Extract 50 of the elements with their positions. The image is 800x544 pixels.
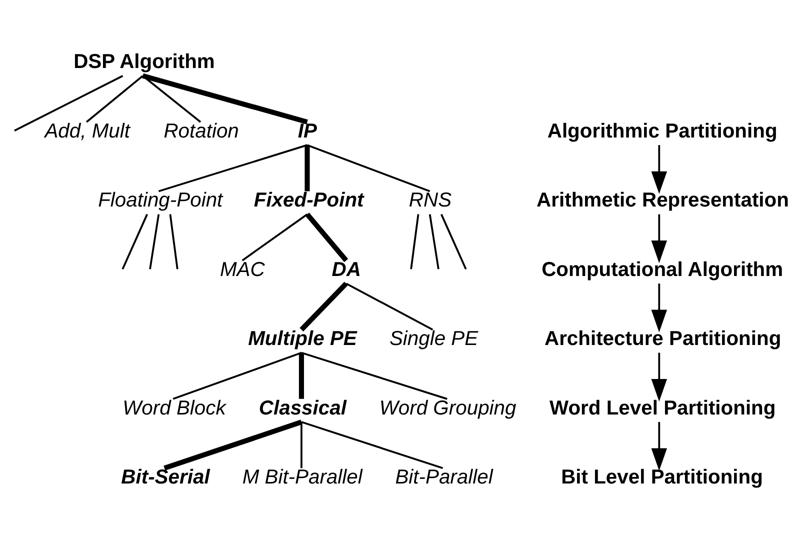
- connector: [428, 214, 440, 270]
- node-text: Word Level Partitioning: [550, 397, 776, 420]
- node-text: Arithmetic Representation: [536, 190, 789, 212]
- node-text: Bit-Serial: [121, 466, 210, 489]
- connector: [86, 75, 144, 123]
- connector: [300, 282, 348, 332]
- connector: [164, 420, 302, 471]
- node-text: DSP Algorithm: [74, 51, 215, 74]
- connector: [122, 214, 148, 270]
- connector: [242, 214, 308, 262]
- node-text: Word Grouping: [379, 397, 516, 420]
- node-text: Add, Mult: [44, 120, 130, 142]
- node-text: Word Block: [122, 397, 226, 420]
- node-text: Architecture Partitioning: [544, 328, 782, 350]
- node-text: Bit Level Partitioning: [561, 466, 763, 489]
- connector: [440, 214, 467, 270]
- node-text: Floating-Point: [98, 190, 223, 212]
- connector: [305, 212, 348, 262]
- node-text: RNS: [408, 190, 452, 212]
- connector: [306, 144, 430, 192]
- node-text: M Bit-Parallel: [242, 466, 362, 489]
- connector: [346, 282, 434, 331]
- connector: [142, 73, 308, 124]
- arrow: [651, 214, 668, 264]
- node-text: Bit-Parallel: [395, 466, 493, 489]
- connector: [301, 352, 448, 400]
- arrow: [651, 422, 668, 471]
- connector: [149, 214, 160, 270]
- node-text: Fixed-Point: [254, 190, 364, 212]
- connector: [410, 214, 420, 270]
- node-text: Algorithmic Partitioning: [547, 120, 778, 142]
- arrow: [651, 284, 668, 332]
- node-text: DA: [332, 258, 361, 281]
- node-text: Single PE: [389, 328, 478, 350]
- connector: [158, 144, 308, 192]
- connector: [169, 214, 178, 270]
- connector: [304, 145, 310, 192]
- node-text: MAC: [220, 258, 265, 281]
- connector: [301, 421, 444, 470]
- arrow: [651, 352, 668, 402]
- node-text: Classical: [258, 397, 346, 420]
- node-text: Computational Algorithm: [542, 258, 784, 281]
- connector: [14, 75, 124, 132]
- node-text: Multiple PE: [248, 328, 357, 350]
- connector: [172, 352, 302, 400]
- node-text: IP: [298, 120, 317, 142]
- node-text: Rotation: [164, 120, 239, 142]
- arrow: [651, 145, 668, 194]
- connector: [298, 352, 304, 399]
- connector: [300, 422, 302, 468]
